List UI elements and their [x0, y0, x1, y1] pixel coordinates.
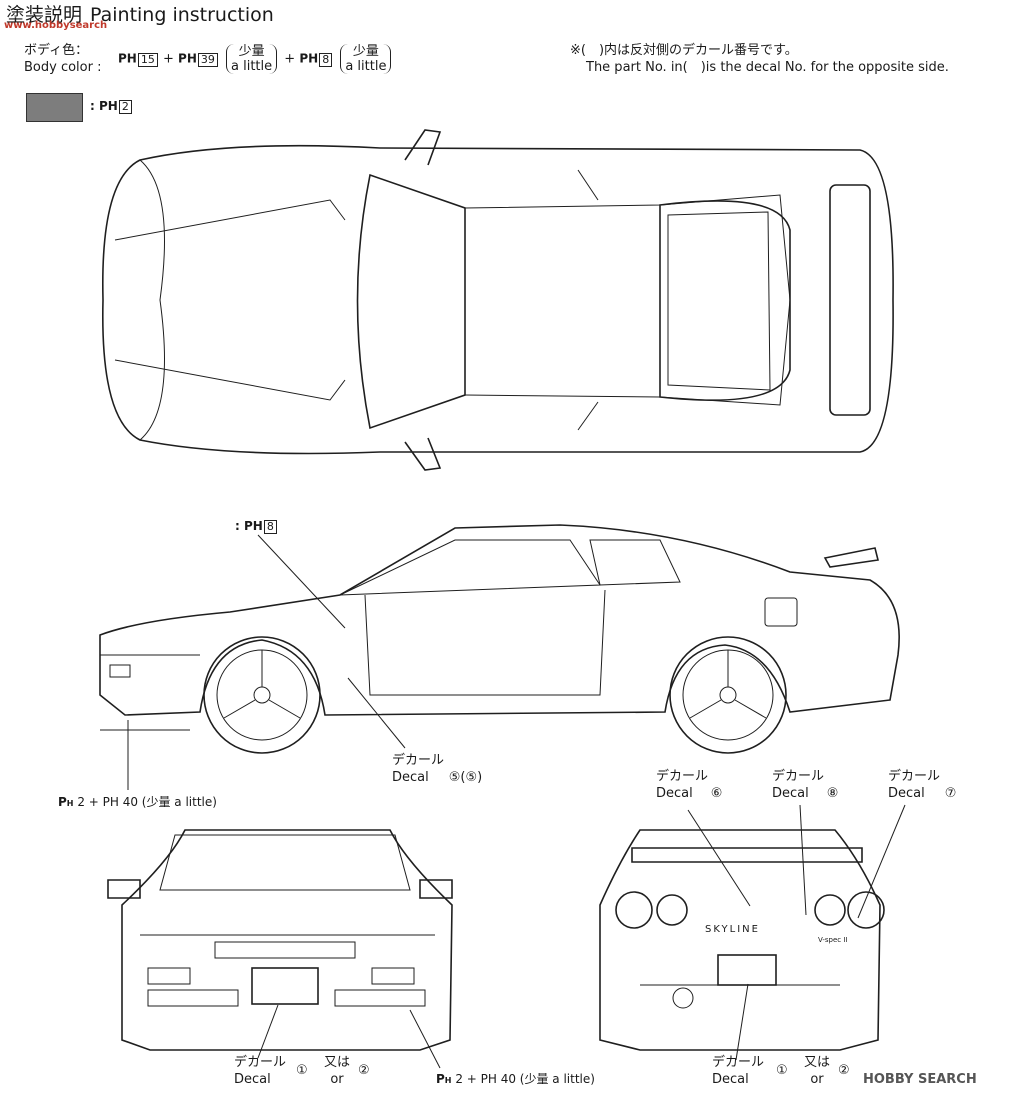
- front-or-label: 又は or: [324, 1054, 350, 1088]
- little-en: a little: [345, 59, 387, 74]
- rear-decal-6-en: Decal: [656, 786, 693, 801]
- side-bottom-text: 2 + PH 40 (少量 a little): [77, 795, 217, 809]
- note-line-jp: ※( )内は反対側のデカール番号です。: [570, 43, 798, 58]
- side-view: [99, 524, 900, 790]
- front-decal-jp: デカール: [234, 1055, 287, 1070]
- body-color-label-jp: ボディ色：: [24, 43, 89, 58]
- body-color-label-en: Body color :: [24, 60, 102, 75]
- rear-sub-badge: V-spec II: [818, 936, 848, 944]
- rear-decal-6-num: ⑥: [710, 786, 723, 801]
- footer-logo: HOBBY SEARCH: [863, 1072, 977, 1087]
- rear-decal-6-jp: デカール: [656, 769, 709, 784]
- ph-mark: PH: [299, 51, 319, 66]
- side-bottom-paint-label: PH 2 + PH 40 (少量 a little): [58, 793, 217, 810]
- rear-decal-8-label: デカール Decal ⑧: [772, 768, 838, 802]
- front-decal-label: デカール Decal: [234, 1054, 286, 1088]
- rear-decal-7-num: ⑦: [944, 786, 957, 801]
- plus-sign: +: [162, 51, 174, 67]
- watermark: www.hobbysearch: [4, 20, 108, 31]
- side-decal-jp: デカール: [392, 753, 445, 768]
- rear-badge: SKYLINE: [705, 924, 760, 935]
- paint-num-8: 8: [319, 52, 333, 67]
- side-decal-label: デカール Decal ⑤(⑤): [392, 752, 482, 786]
- front-decal-num-1: ①: [296, 1063, 308, 1078]
- rear-decal-7-en: Decal: [888, 786, 925, 801]
- side-bottom-ph: PH: [58, 795, 74, 809]
- rear-decal-8-num: ⑧: [826, 786, 839, 801]
- ph-mark: PH: [178, 51, 197, 66]
- rear-or-label: 又は or: [804, 1054, 830, 1088]
- little-jp: 少量: [352, 44, 379, 59]
- rear-decal-num-1: ①: [776, 1063, 788, 1078]
- page-title: 塗装説明 Painting instruction: [6, 0, 274, 27]
- note-line-en: The part No. in( )is the decal No. for t…: [586, 60, 949, 75]
- rear-decal-label: デカール Decal: [712, 1054, 764, 1088]
- rear-decal-num-2: ②: [838, 1063, 850, 1078]
- front-paint-text: 2 + PH 40 (少量 a little): [455, 1072, 595, 1086]
- little-en: a little: [231, 59, 273, 74]
- opposite-side-note: ※( )内は反対側のデカール番号です。 The part No. in( )is…: [570, 42, 949, 76]
- top-view: [101, 129, 894, 471]
- side-ph8-num: 8: [263, 520, 277, 534]
- rear-plate-text: D: [730, 962, 743, 980]
- title-jp: 塗装説明: [6, 4, 83, 26]
- ph-mark: PH: [118, 51, 137, 66]
- front-decal-num-2: ②: [358, 1063, 370, 1078]
- front-or-en: or: [330, 1072, 344, 1087]
- rear-or-jp: 又は: [804, 1055, 831, 1070]
- front-plate-text: D: [263, 976, 276, 994]
- color-swatch: [26, 93, 83, 122]
- rear-decal-en: Decal: [712, 1072, 749, 1087]
- swatch-num: 2: [118, 100, 132, 114]
- side-decal-en: Decal: [392, 770, 429, 785]
- rear-decal-jp: デカール: [712, 1055, 765, 1070]
- plus-sign: +: [284, 51, 296, 67]
- rear-decal-6-label: デカール Decal ⑥: [656, 768, 722, 802]
- swatch-ph: : PH: [90, 99, 118, 113]
- rear-view: [599, 804, 906, 1061]
- rear-decal-8-jp: デカール: [772, 769, 825, 784]
- body-color-label: ボディ色： Body color :: [24, 42, 101, 76]
- front-or-jp: 又は: [324, 1055, 351, 1070]
- rear-decal-7-label: デカール Decal ⑦: [888, 768, 956, 802]
- rear-or-en: or: [810, 1072, 824, 1087]
- front-paint-ph: PH: [436, 1072, 452, 1086]
- rear-decal-7-jp: デカール: [888, 769, 941, 784]
- title-en: Painting instruction: [90, 4, 274, 26]
- side-decal-num: ⑤(⑤): [448, 770, 483, 785]
- side-ph8-ph: : PH: [235, 519, 263, 533]
- paint-num-15: 15: [137, 52, 158, 67]
- front-decal-en: Decal: [234, 1072, 271, 1087]
- front-paint-label: PH 2 + PH 40 (少量 a little): [436, 1070, 595, 1087]
- little-jp: 少量: [238, 44, 265, 59]
- front-view: [107, 829, 453, 1069]
- rear-decal-8-en: Decal: [772, 786, 809, 801]
- paint-num-39: 39: [197, 52, 218, 67]
